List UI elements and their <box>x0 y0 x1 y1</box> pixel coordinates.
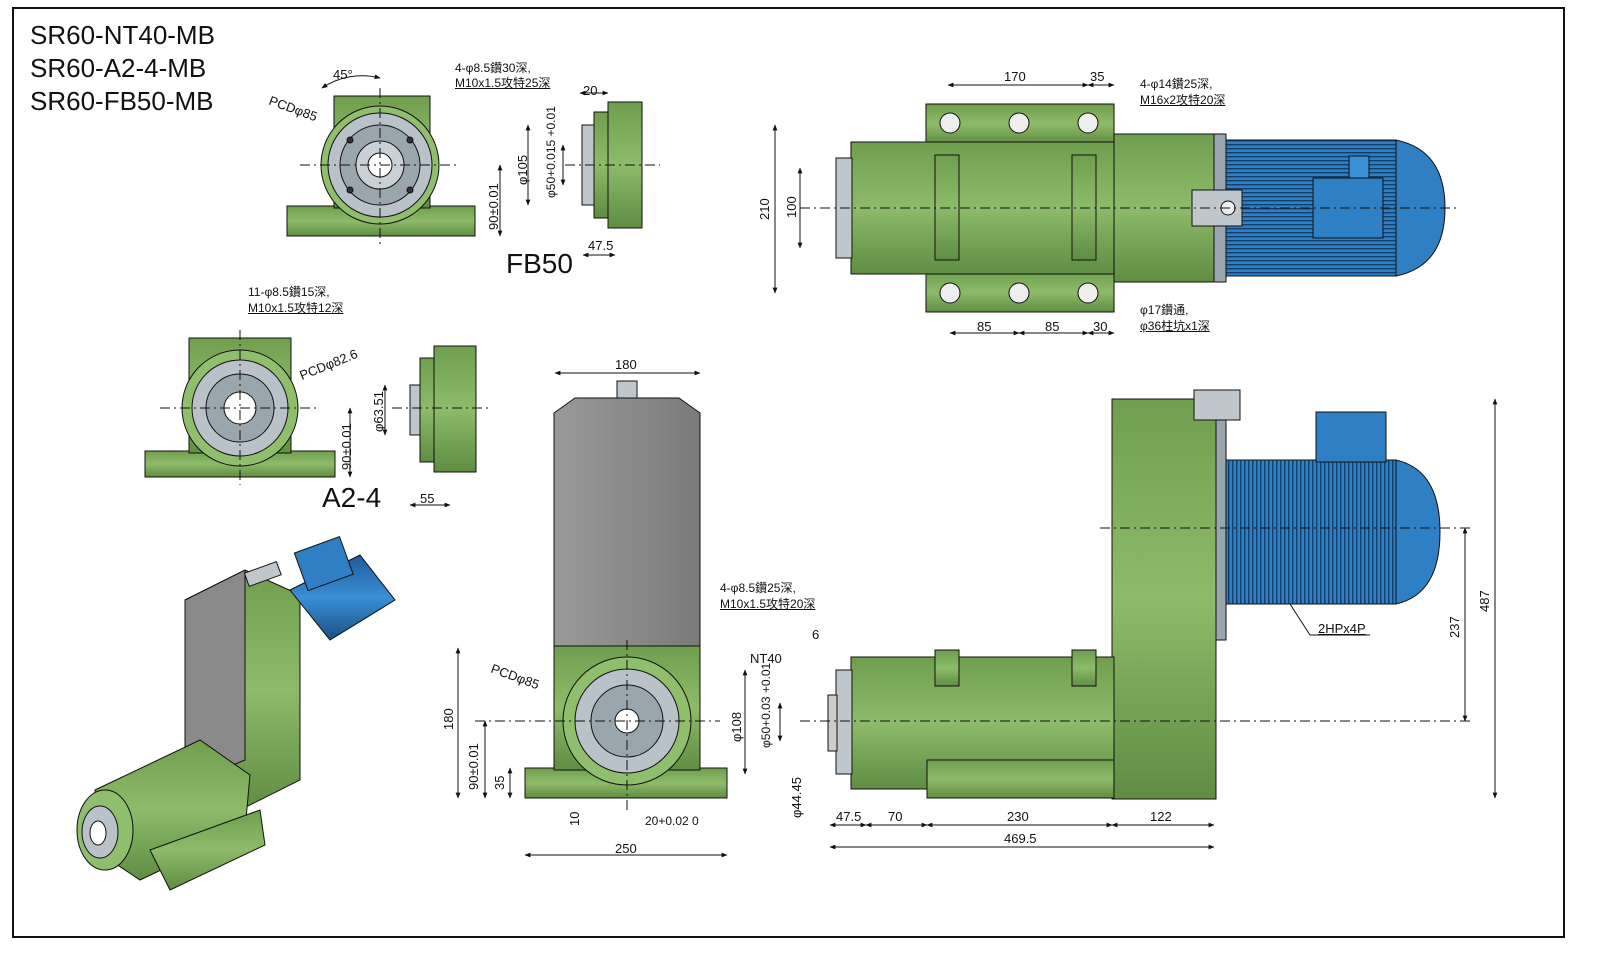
top-dim-35: 35 <box>1090 69 1105 84</box>
angle-label: 45° <box>333 67 353 82</box>
side-dim-122: 122 <box>1150 809 1172 824</box>
top-dim-100: 100 <box>784 196 799 218</box>
fb50-dim-47-5: 47.5 <box>588 238 614 253</box>
fb50-holes-note-1: 4-φ8.5鑽30深, <box>455 61 531 75</box>
front-dim-35: 35 <box>492 775 507 790</box>
fb50-holes-note-2: M10x1.5攻特25深 <box>455 76 551 90</box>
side-dim-108: φ108 <box>729 711 744 742</box>
side-dim-230: 230 <box>1007 809 1029 824</box>
front-note-1: 4-φ8.5鑽25深, <box>720 581 796 595</box>
a24-dim-63-51: φ63.51 <box>371 391 386 432</box>
isometric-view <box>76 535 396 891</box>
side-dim-487: 487 <box>1477 590 1492 612</box>
front-dim-20: 20+0.02 0 <box>645 814 699 828</box>
side-nt40-label: NT40 <box>750 651 782 666</box>
front-elevation-view <box>455 370 728 858</box>
a24-dim-55: 55 <box>420 491 435 506</box>
side-dim-47-5: 47.5 <box>836 809 862 824</box>
front-dim-250: 250 <box>615 841 637 856</box>
top-dim-85-b: 85 <box>1045 319 1060 334</box>
top-dim-30: 30 <box>1093 319 1108 334</box>
side-dim-70: 70 <box>888 809 903 824</box>
side-elevation-view <box>742 389 1498 850</box>
top-note-3: φ17鑽通, <box>1140 303 1189 317</box>
motor-spec-label: 2HPx4P <box>1318 621 1366 636</box>
side-dim-50: φ50+0.03 +0.01 <box>759 662 773 748</box>
a24-side-view <box>347 345 492 508</box>
top-dim-210: 210 <box>757 198 772 220</box>
fb50-end-view <box>286 74 476 245</box>
drawing-frame <box>12 7 1565 938</box>
top-dim-85-a: 85 <box>977 319 992 334</box>
top-note-2: M16x2攻特20深 <box>1140 93 1226 107</box>
a24-holes-note-1: 11-φ8.5鑽15深, <box>248 285 330 299</box>
model-name-fb50: SR60-FB50-MB <box>30 86 214 116</box>
side-dim-44-45: φ44.45 <box>789 777 804 818</box>
top-dim-170: 170 <box>1004 69 1026 84</box>
fb50-dim-20: 20 <box>583 83 598 98</box>
a24-end-view <box>144 330 336 485</box>
front-dim-10: 10 <box>567 811 582 826</box>
a24-dim-height: 90±0.01 <box>339 423 354 470</box>
front-note-2: M10x1.5攻特20深 <box>720 597 816 611</box>
top-note-4: φ36柱坑x1深 <box>1140 319 1210 333</box>
side-dim-237: 237 <box>1447 616 1462 638</box>
side-dim-469-5: 469.5 <box>1004 831 1037 846</box>
fb50-view-label: FB50 <box>506 248 573 279</box>
a24-holes-note-2: M10x1.5攻特12深 <box>248 301 344 315</box>
front-dim-180-side: 180 <box>441 708 456 730</box>
model-name-a24: SR60-A2-4-MB <box>30 53 207 83</box>
front-dim-180-top: 180 <box>615 357 637 372</box>
top-note-1: 4-φ14鑽25深, <box>1140 77 1213 91</box>
a24-view-label: A2-4 <box>322 482 382 513</box>
side-dim-6: 6 <box>812 627 820 642</box>
fb50-side-view <box>497 90 660 258</box>
model-name-nt40: SR60-NT40-MB <box>30 20 215 50</box>
top-plan-view <box>772 82 1460 336</box>
fb50-dim-50: φ50+0.015 +0.01 <box>544 106 558 198</box>
fb50-dim-105: φ105 <box>515 154 530 185</box>
fb50-dim-height: 90±0.01 <box>486 183 501 230</box>
front-dim-height: 90±0.01 <box>466 743 481 790</box>
